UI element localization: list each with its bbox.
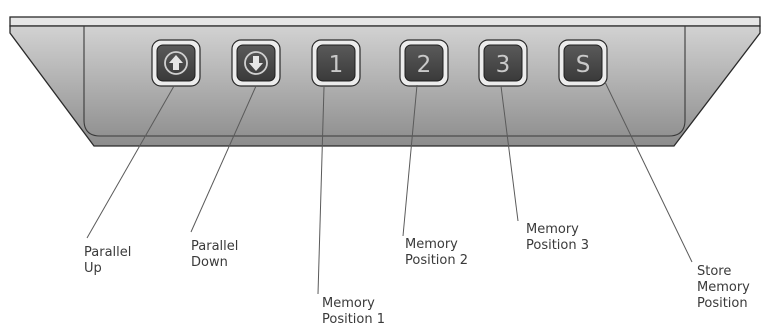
- arrow-down-icon: [244, 51, 268, 75]
- housing-body: [9, 25, 761, 147]
- keypad-housing: [9, 16, 761, 147]
- key-memory-1[interactable]: 1: [311, 39, 361, 87]
- label-parallel-up: Parallel Up: [84, 245, 132, 276]
- key-memory-1-glyph: 1: [329, 52, 344, 78]
- key-memory-3[interactable]: 3: [478, 39, 528, 87]
- housing-top-rim: [9, 16, 761, 27]
- key-parallel-down[interactable]: [231, 39, 281, 87]
- leader-parallel-down: [190, 85, 257, 233]
- key-store-memory[interactable]: S: [558, 39, 608, 87]
- leader-memory-3: [500, 85, 519, 222]
- leader-lines: [86, 81, 693, 295]
- arrow-up-icon: [164, 51, 188, 75]
- key-memory-3-glyph: 3: [496, 52, 511, 78]
- leader-memory-1: [317, 86, 325, 295]
- label-store-memory-position: Store Memory Position: [697, 264, 750, 311]
- leader-store-memory: [604, 81, 693, 263]
- label-parallel-down: Parallel Down: [191, 239, 239, 270]
- key-parallel-up[interactable]: [151, 39, 201, 87]
- key-memory-2[interactable]: 2: [399, 39, 449, 87]
- label-memory-position-1: Memory Position 1: [322, 296, 386, 327]
- housing-inset-panel: [83, 26, 686, 137]
- leader-memory-2: [402, 84, 418, 237]
- leader-parallel-up: [86, 85, 175, 239]
- key-store-memory-glyph: S: [576, 52, 591, 78]
- label-memory-position-2: Memory Position 2: [405, 237, 469, 268]
- label-memory-position-3: Memory Position 3: [526, 222, 590, 253]
- key-memory-2-glyph: 2: [417, 52, 432, 78]
